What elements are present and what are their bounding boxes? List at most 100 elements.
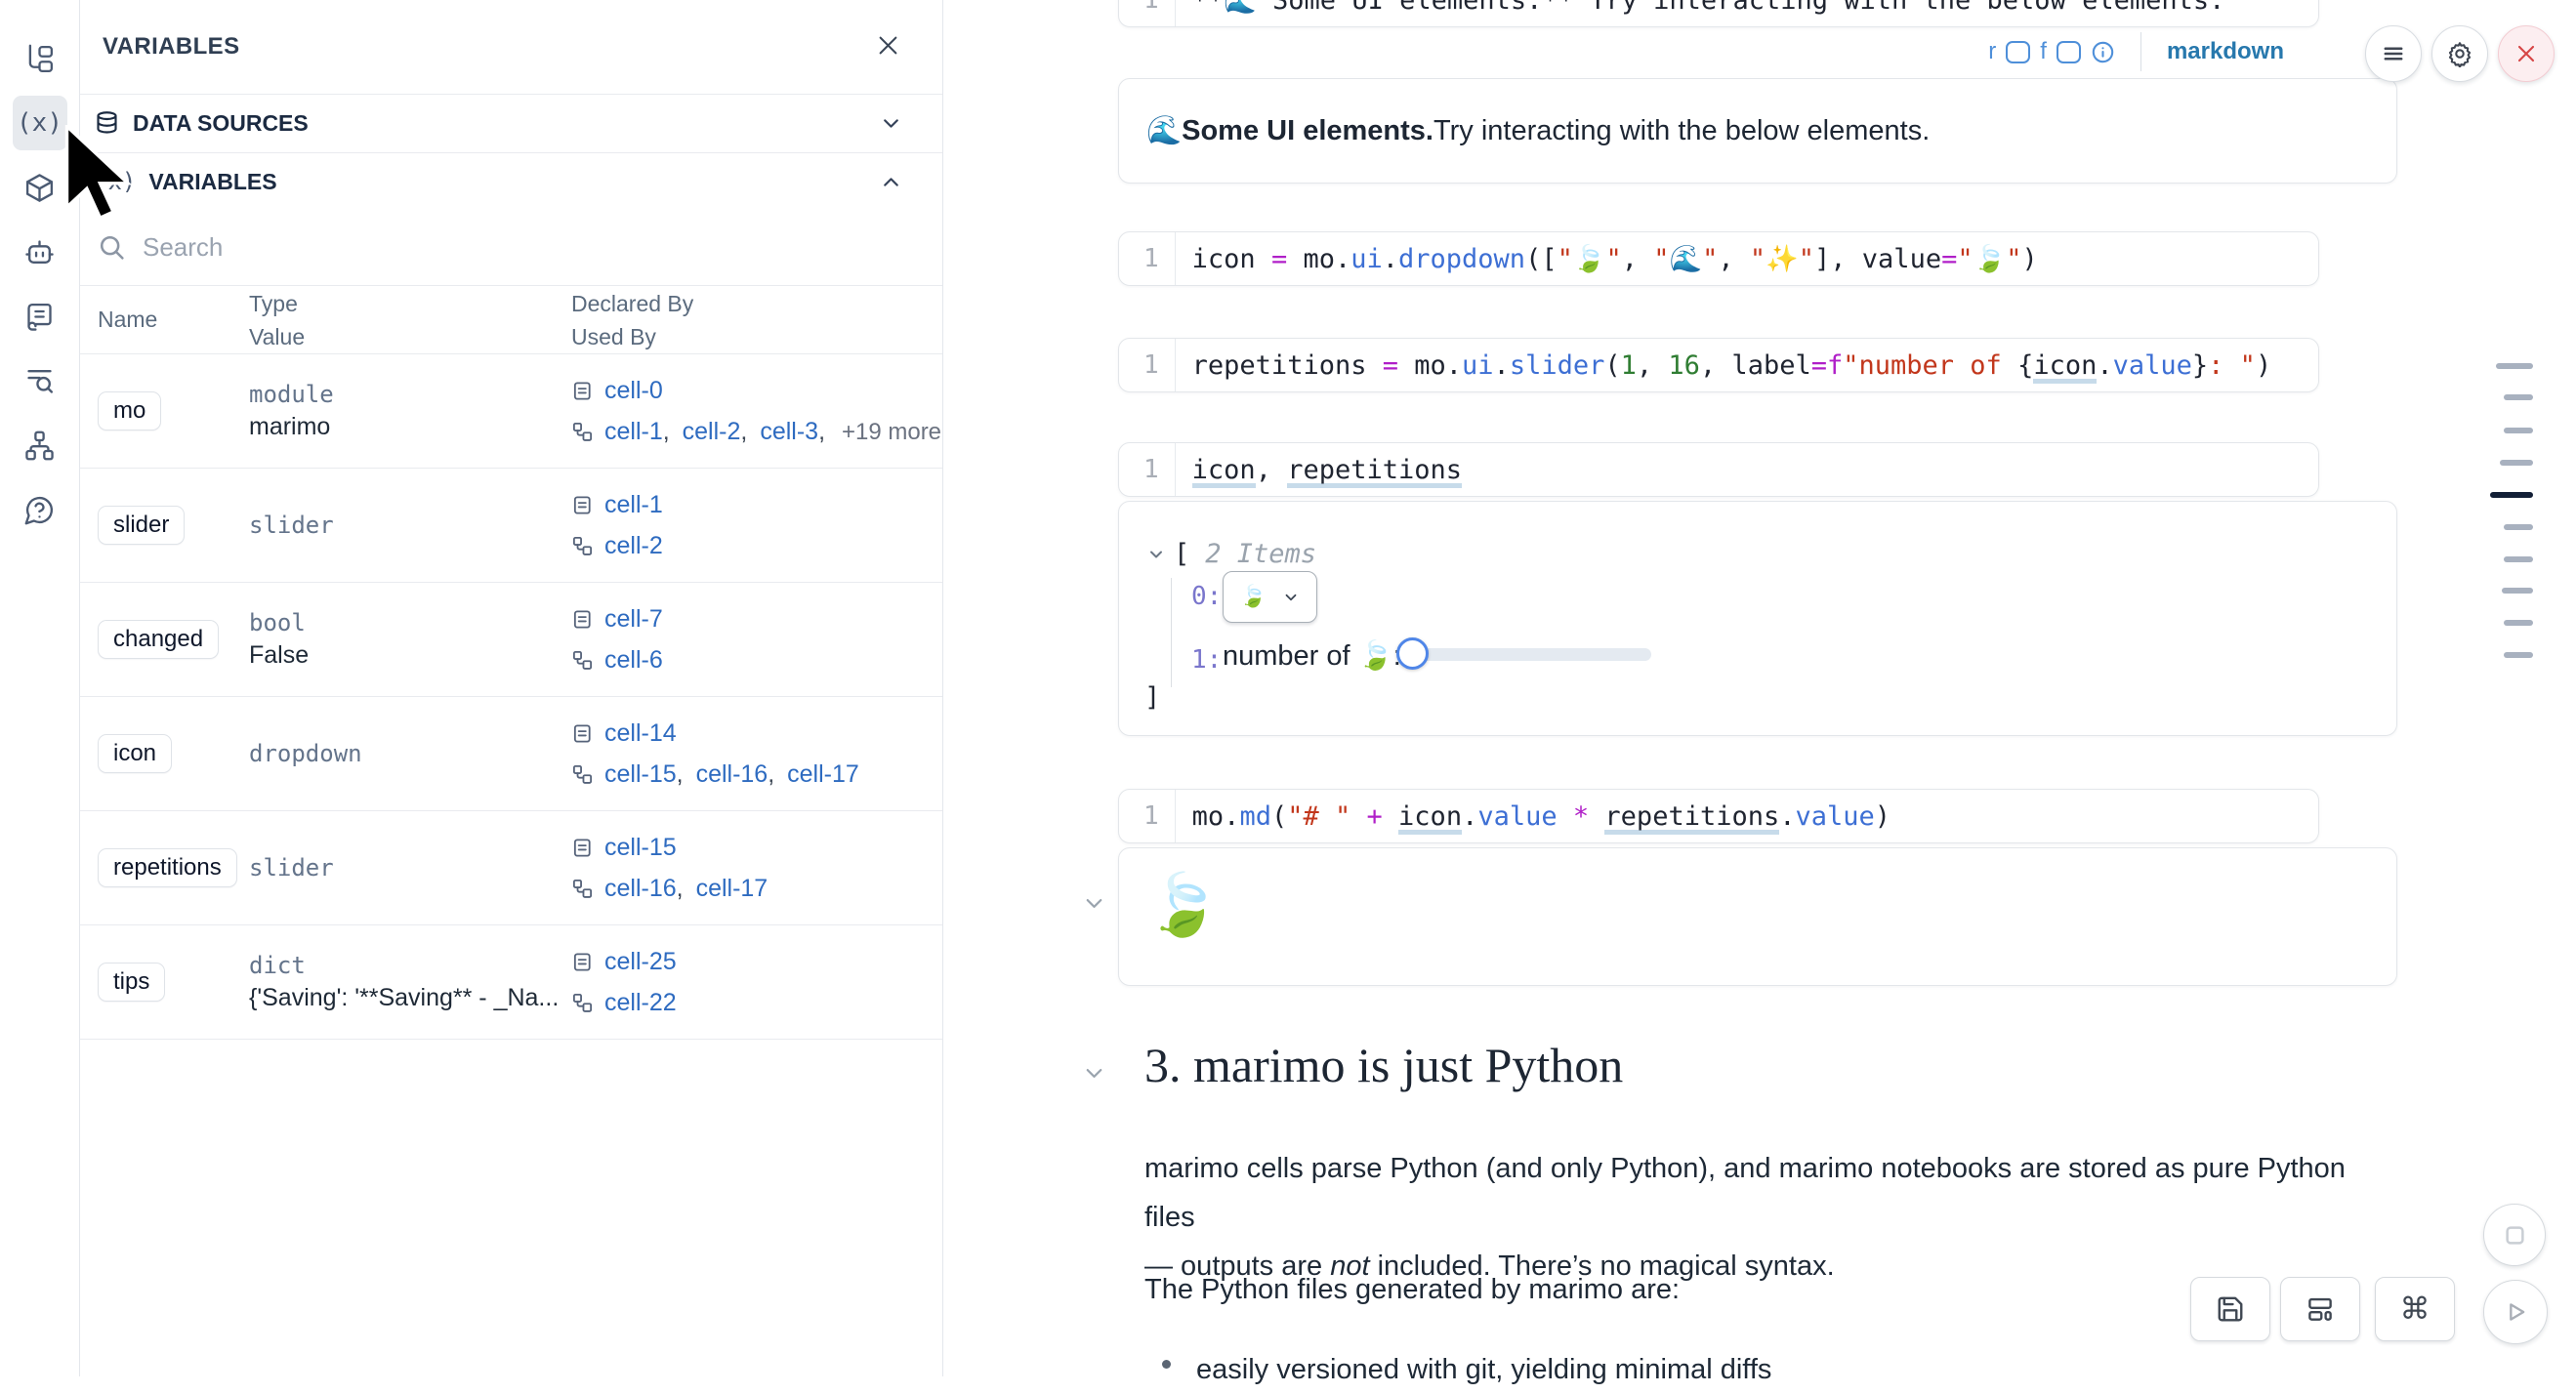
frozen-toggle[interactable] [2056, 40, 2081, 63]
variables-search [80, 210, 942, 286]
separator: , [740, 417, 755, 445]
minimap-dash[interactable] [2504, 556, 2533, 562]
gutter-divider [1174, 790, 1176, 842]
chevron-down-icon [1285, 594, 1297, 600]
cell-minimap[interactable] [2490, 363, 2533, 661]
output-collapse-icon[interactable] [1081, 890, 1107, 920]
package-icon[interactable] [13, 160, 67, 215]
italic-word: not [1330, 1250, 1370, 1282]
ai-chat-icon[interactable] [13, 225, 67, 279]
variable-references: cell-7 cell-6 [571, 605, 942, 675]
icon-dropdown-select[interactable]: 🍃 [1223, 571, 1317, 623]
cell-link[interactable]: cell-2 [682, 417, 741, 445]
code-line: mo.md("# " + icon.value * repetitions.va… [1192, 800, 1890, 835]
minimap-dash[interactable] [2496, 363, 2533, 369]
cell-link[interactable]: cell-1 [604, 417, 663, 445]
minimap-dash[interactable] [2504, 620, 2533, 626]
dependency-graph-icon[interactable] [13, 418, 67, 472]
line-number: 1 [1143, 0, 1159, 15]
minimap-dash[interactable] [2504, 428, 2533, 433]
layout-button[interactable] [2280, 1277, 2360, 1341]
cell-link[interactable]: cell-15 [604, 759, 677, 788]
cell-link[interactable]: cell-17 [695, 874, 769, 902]
cell-link[interactable]: cell-3 [760, 417, 819, 445]
cell-link[interactable]: cell-15 [604, 833, 677, 861]
shortcuts-button[interactable]: ⌘ [2375, 1277, 2455, 1341]
notebook-area: 1 **🌊 Some UI elements.** Try interactin… [943, 0, 2576, 1385]
more-cells-label[interactable]: +19 more [841, 418, 942, 445]
body-text: Try interacting with the below elements. [1433, 114, 1931, 146]
search-icon [100, 235, 124, 260]
gutter-divider [1174, 0, 1176, 26]
info-icon[interactable] [2091, 40, 2115, 64]
cell-link[interactable]: cell-14 [604, 718, 677, 747]
save-button[interactable] [2190, 1277, 2270, 1341]
variable-name-pill[interactable]: icon [98, 734, 173, 773]
tree-collapse-icon[interactable] [1146, 545, 1166, 564]
wave-emoji: 🌊 [1146, 115, 1183, 146]
interrupt-button[interactable] [2483, 1204, 2546, 1266]
bullet-dot [1162, 1360, 1171, 1369]
variables-icon[interactable]: (x) [12, 96, 67, 150]
cell-link[interactable]: cell-17 [787, 759, 859, 788]
variable-name-pill[interactable]: slider [98, 506, 186, 545]
paragraph-line: marimo cells parse Python (and only Pyth… [1144, 1153, 2346, 1233]
repetitions-slider[interactable] [1396, 637, 1651, 670]
section-collapse-icon[interactable] [1081, 1060, 1107, 1089]
line-number: 1 [1143, 350, 1159, 380]
paragraph-line: — outputs are [1144, 1250, 1331, 1282]
minimap-dash[interactable] [2502, 588, 2533, 594]
cell-link[interactable]: cell-22 [604, 988, 677, 1016]
cell-settings-button[interactable] [2431, 25, 2488, 82]
help-icon[interactable] [13, 482, 67, 537]
variable-name-pill[interactable]: mo [98, 391, 162, 430]
snippets-icon[interactable] [13, 289, 67, 344]
variable-name-pill[interactable]: tips [98, 963, 166, 1002]
minimap-dash-active[interactable] [2490, 492, 2533, 498]
md-cell-editor[interactable]: 1 mo.md("# " + icon.value * repetitions.… [1118, 789, 2319, 843]
gear-icon [2448, 42, 2472, 67]
search-input[interactable] [141, 231, 727, 264]
used-by-icon [571, 649, 594, 672]
slider-cell-editor[interactable]: 1 repetitions = mo.ui.slider(1, 16, labe… [1118, 338, 2319, 392]
markdown-cell-editor[interactable]: 1 **🌊 Some UI elements.** Try interactin… [1118, 0, 2319, 27]
variables-panel: VARIABLES DATA SOURCES (x) VARIABLES Nam… [80, 0, 943, 1376]
variable-references: cell-1 cell-2 [571, 491, 942, 560]
cell-link[interactable]: cell-2 [604, 531, 663, 559]
separator: , [676, 759, 690, 788]
slider-thumb[interactable] [1396, 637, 1429, 670]
code-line: **🌊 Some UI elements.** Try interacting … [1191, 0, 2225, 16]
cell-link[interactable]: cell-25 [604, 947, 677, 975]
run-button[interactable] [2483, 1280, 2548, 1344]
variable-name-pill[interactable]: changed [98, 620, 220, 659]
cell-link[interactable]: cell-1 [604, 490, 663, 518]
delete-cell-button[interactable] [2498, 25, 2555, 82]
section-variables[interactable]: (x) VARIABLES [80, 153, 942, 210]
separator: , [662, 417, 677, 445]
footer-divider [2140, 32, 2141, 71]
paragraph: The Python files generated by marimo are… [1144, 1274, 1681, 1305]
minimap-dash[interactable] [2504, 652, 2533, 658]
cell-link[interactable]: cell-7 [604, 604, 663, 633]
items-count: 2 Items [1205, 539, 1317, 569]
close-panel-button[interactable] [875, 32, 901, 62]
dropdown-cell-editor[interactable]: 1 icon = mo.ui.dropdown(["🍃", "🌊", "✨"],… [1118, 231, 2319, 286]
cell-menu-button[interactable] [2365, 25, 2422, 82]
section-data-sources[interactable]: DATA SOURCES [80, 95, 942, 153]
cell-link[interactable]: cell-6 [604, 645, 663, 674]
separator: , [676, 874, 690, 902]
cell-link[interactable]: cell-0 [604, 376, 663, 404]
variable-type: dropdown [249, 740, 362, 767]
expression-cell-editor[interactable]: 1 icon, repetitions [1118, 442, 2319, 497]
reactive-toggle[interactable] [2006, 40, 2031, 63]
minimap-dash[interactable] [2500, 460, 2533, 466]
language-label[interactable]: markdown [2166, 38, 2284, 64]
minimap-dash[interactable] [2504, 394, 2533, 400]
search-logs-icon[interactable] [13, 353, 67, 408]
variable-name-pill[interactable]: repetitions [98, 848, 237, 887]
cell-link[interactable]: cell-16 [604, 874, 677, 902]
cell-link[interactable]: cell-16 [695, 759, 769, 788]
minimap-dash[interactable] [2504, 524, 2533, 530]
file-tree-icon[interactable] [13, 31, 67, 86]
